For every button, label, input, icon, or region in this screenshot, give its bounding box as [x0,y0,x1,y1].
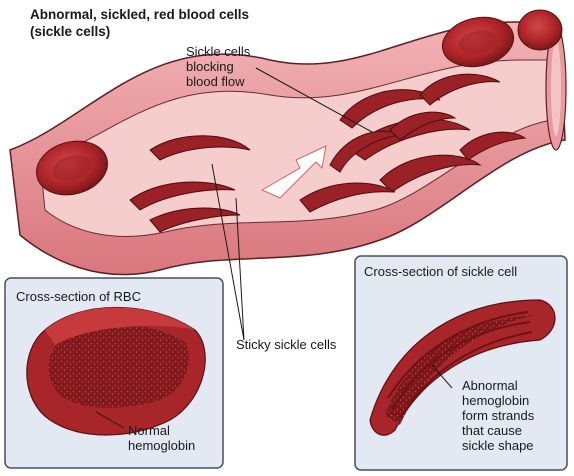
sickle-blocking-label: Sickle cells blocking blood flow [186,44,250,89]
normal-hemoglobin-label: Normal hemoglobin [128,423,195,453]
abnormal-line-2: hemoglobin [462,393,530,408]
blocking-line-3: blood flow [186,74,245,89]
abnormal-line-4: that cause [462,423,522,438]
blood-flow-arrow [260,145,327,199]
normal-hemoglobin-line-2: hemoglobin [128,438,196,453]
sickle-cell-cluster [129,73,527,233]
abnormal-line-1: Abnormal [462,378,518,393]
title-line-1: Abnormal, sickled, red blood cells [30,7,250,22]
abnormal-hemoglobin-label: Abnormal hemoglobin form strands that ca… [462,378,534,453]
sticky-sickle-cells-label: Sticky sickle cells [236,337,337,352]
diagram-title: Abnormal, sickled, red blood cells (sick… [30,6,249,40]
rbc-cross-section-shape [26,306,206,436]
normal-hemoglobin-line-1: Normal [128,423,170,438]
abnormal-line-3: form strands [462,408,535,423]
normal-hemoglobin-leader [95,411,125,429]
blocking-line-2: blocking [186,59,234,74]
abnormal-line-5: sickle shape [462,438,534,453]
sickle-cross-section-panel [354,255,568,471]
leader-lines [211,67,373,341]
blocking-line-1: Sickle cells [186,44,251,59]
sickle-cross-section-shape [369,299,556,436]
sickle-panel-title: Cross-section of sickle cell [364,264,518,279]
title-line-2: (sickle cells) [30,24,111,39]
rbc-panel-title: Cross-section of RBC [16,289,141,304]
abnormal-hemoglobin-leader [431,364,453,389]
